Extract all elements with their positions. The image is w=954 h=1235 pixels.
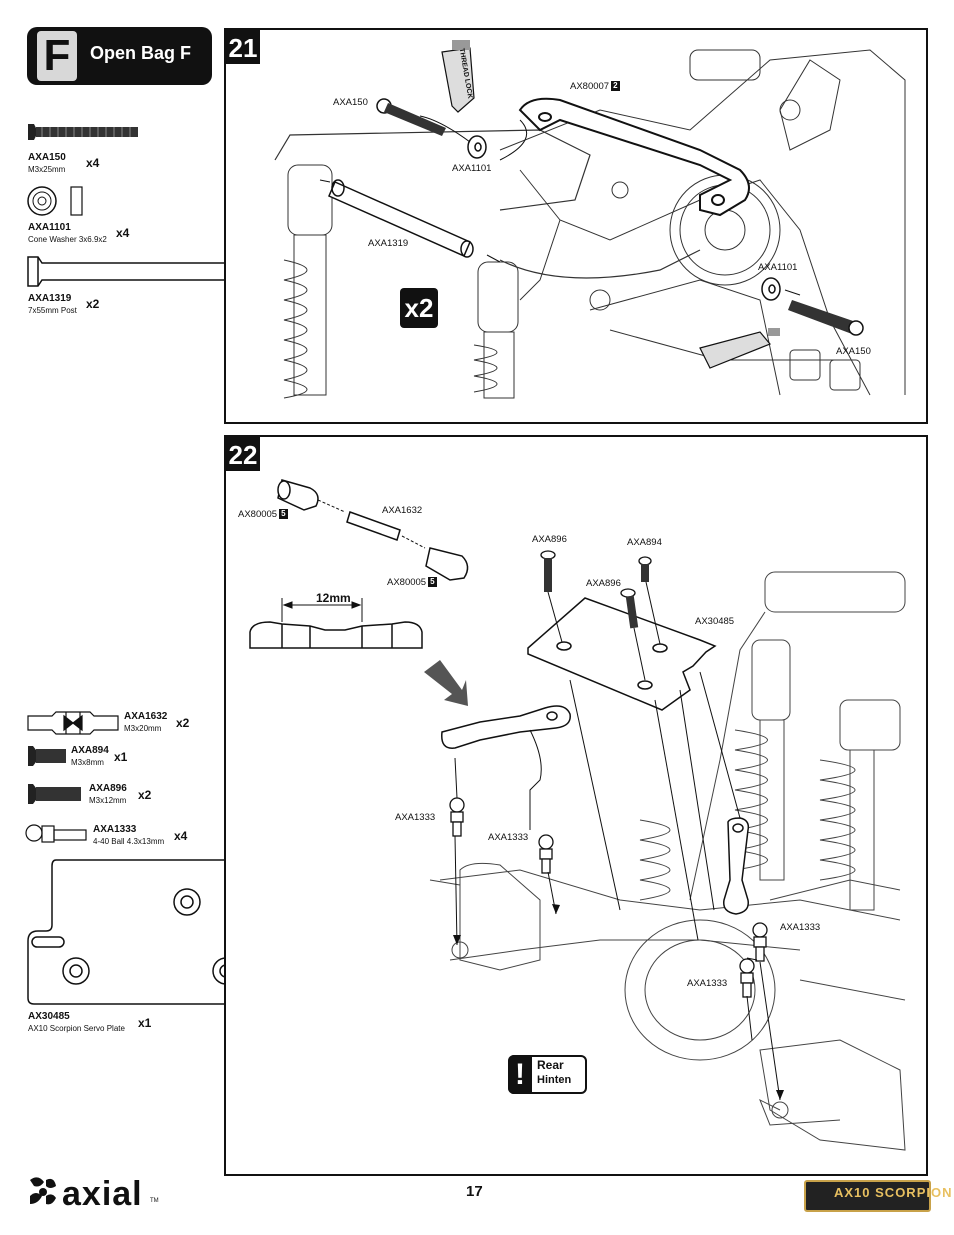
part-qty: x2 bbox=[138, 788, 152, 802]
bag-letter: F bbox=[37, 31, 77, 81]
label-axa894: AXA894 bbox=[627, 537, 662, 548]
part-desc: M3x25mm bbox=[28, 165, 66, 174]
part-qty: x2 bbox=[86, 297, 100, 311]
product-name: AX10 SCORPION bbox=[834, 1185, 953, 1200]
axa1101-washer-illustration bbox=[27, 186, 83, 216]
part-qty: x2 bbox=[176, 716, 190, 730]
part-qty: x4 bbox=[116, 226, 130, 240]
part-desc: M3x20mm bbox=[124, 724, 162, 733]
label-axa1333-a: AXA1333 bbox=[395, 812, 436, 823]
part-code: AX30485 bbox=[28, 1011, 70, 1022]
axa896-screw-illustration bbox=[28, 784, 81, 804]
part-desc: Cone Washer 3x6.9x2 bbox=[28, 235, 107, 244]
axa150-screw-illustration bbox=[28, 124, 138, 140]
label-ax80007-badge: 2 bbox=[611, 81, 620, 92]
part-desc: M3x12mm bbox=[89, 796, 127, 805]
step-21-multiplier: x2 bbox=[400, 288, 438, 328]
part-code: AXA1333 bbox=[93, 824, 137, 835]
label-ax30485: AX30485 bbox=[695, 616, 735, 627]
step-22-panel bbox=[224, 435, 928, 1176]
axa1333-ball-illustration bbox=[25, 824, 87, 843]
label-axa1333-c: AXA1333 bbox=[780, 922, 821, 933]
label-axa1101-right: AXA1101 bbox=[758, 262, 798, 273]
bag-title: Open Bag F bbox=[90, 43, 192, 63]
label-axa150-top: AXA150 bbox=[333, 97, 368, 108]
part-code: AXA896 bbox=[89, 783, 127, 794]
dimension-label: 12mm bbox=[316, 591, 351, 605]
part-code: AXA150 bbox=[28, 152, 66, 163]
label-axa1319: AXA1319 bbox=[368, 238, 409, 249]
step-22-number: 22 bbox=[226, 437, 260, 471]
label-axa1101-top: AXA1101 bbox=[452, 163, 492, 174]
warning-icon: ! bbox=[508, 1055, 532, 1094]
label-axa896-b: AXA896 bbox=[586, 578, 621, 589]
brand-logo: axial bbox=[62, 1175, 143, 1213]
part-desc: AX10 Scorpion Servo Plate bbox=[28, 1024, 125, 1033]
label-axa1632: AXA1632 bbox=[382, 505, 423, 516]
part-qty: x1 bbox=[138, 1016, 152, 1030]
label-ax80005-a-badge: 5 bbox=[279, 509, 288, 520]
page-number: 17 bbox=[466, 1183, 483, 1200]
label-ax80005-b-badge: 5 bbox=[428, 577, 437, 588]
part-code: AXA894 bbox=[71, 745, 109, 756]
part-qty: x1 bbox=[114, 750, 128, 764]
part-code: AXA1319 bbox=[28, 293, 72, 304]
notice-subtitle: Hinten bbox=[537, 1074, 572, 1086]
label-axa1333-b: AXA1333 bbox=[488, 832, 529, 843]
part-qty: x4 bbox=[174, 829, 188, 843]
trademark: TM bbox=[150, 1198, 159, 1204]
part-desc: M3x8mm bbox=[71, 758, 104, 767]
part-qty: x4 bbox=[86, 156, 100, 170]
axa1632-turnbuckle-illustration bbox=[27, 711, 119, 735]
part-desc: 4-40 Ball 4.3x13mm bbox=[93, 837, 165, 846]
label-axa150-right: AXA150 bbox=[836, 346, 871, 357]
part-desc: 7x55mm Post bbox=[28, 306, 77, 315]
step-21-number: 21 bbox=[226, 30, 260, 64]
scorpion-logo bbox=[804, 1180, 931, 1212]
notice-title: Rear bbox=[537, 1058, 564, 1072]
label-axa896-a: AXA896 bbox=[532, 534, 567, 545]
axa894-screw-illustration bbox=[28, 746, 66, 766]
part-code: AXA1632 bbox=[124, 711, 168, 722]
part-code: AXA1101 bbox=[28, 222, 71, 233]
label-axa1333-d: AXA1333 bbox=[687, 978, 728, 989]
